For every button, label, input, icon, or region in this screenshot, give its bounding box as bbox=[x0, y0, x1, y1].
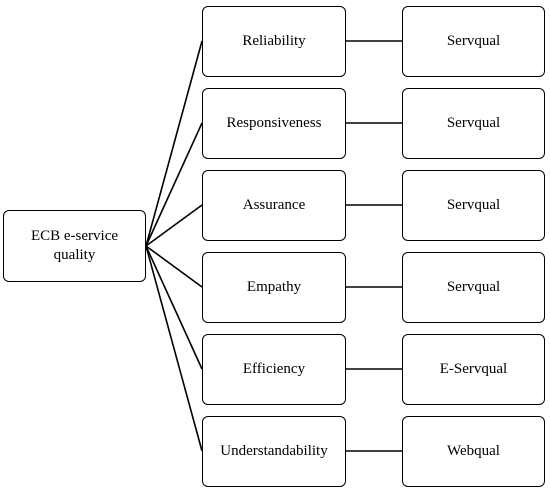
connector-root-to-empathy bbox=[145, 245, 203, 288]
source-label: Servqual bbox=[446, 33, 501, 50]
dimension-label: Assurance bbox=[242, 197, 306, 214]
dimension-node-reliability: Reliability bbox=[202, 6, 346, 77]
source-node-empathy: Servqual bbox=[402, 252, 545, 323]
dimension-node-understandability: Understandability bbox=[202, 416, 346, 487]
dimension-label: Efficiency bbox=[242, 361, 306, 378]
dimension-label: Responsiveness bbox=[226, 115, 322, 132]
source-label: Servqual bbox=[446, 279, 501, 296]
root-node-label: ECB e-service quality bbox=[30, 228, 119, 263]
dimension-label: Reliability bbox=[242, 33, 306, 50]
source-node-assurance: Servqual bbox=[402, 170, 545, 241]
connector-root-to-understandability bbox=[145, 245, 203, 452]
source-node-efficiency: E-Servqual bbox=[402, 334, 545, 405]
root-node: ECB e-service quality bbox=[3, 210, 146, 282]
dimension-node-assurance: Assurance bbox=[202, 170, 346, 241]
source-node-responsiveness: Servqual bbox=[402, 88, 545, 159]
source-node-reliability: Servqual bbox=[402, 6, 545, 77]
dimension-label: Empathy bbox=[246, 279, 302, 296]
dimension-node-responsiveness: Responsiveness bbox=[202, 88, 346, 159]
dimension-label: Understandability bbox=[220, 443, 328, 460]
source-label: E-Servqual bbox=[439, 361, 508, 378]
connector-root-to-assurance bbox=[145, 204, 203, 247]
source-label: Servqual bbox=[446, 197, 501, 214]
connector-root-to-responsiveness bbox=[145, 122, 203, 247]
source-label: Servqual bbox=[446, 115, 501, 132]
source-node-understandability: Webqual bbox=[402, 416, 545, 487]
connector-root-to-reliability bbox=[145, 40, 203, 247]
connector-root-to-efficiency bbox=[145, 245, 203, 370]
dimension-node-empathy: Empathy bbox=[202, 252, 346, 323]
source-label: Webqual bbox=[447, 443, 500, 460]
dimension-node-efficiency: Efficiency bbox=[202, 334, 346, 405]
